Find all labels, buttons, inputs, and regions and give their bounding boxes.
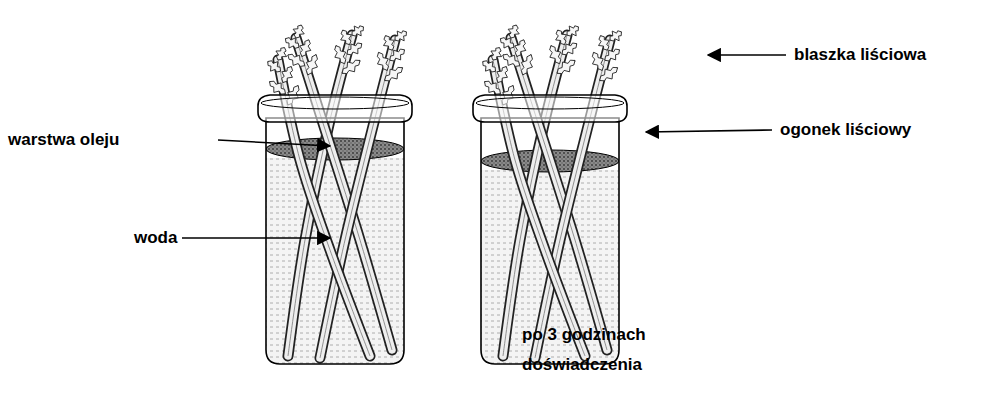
leaf-blade: [521, 55, 532, 75]
leaf-blade: [335, 46, 346, 64]
part-label: blaszka liściowa: [794, 44, 926, 66]
leaf-blade: [276, 48, 287, 60]
leaf-blade: [599, 36, 610, 50]
leaf-blade: [384, 36, 395, 50]
leaf-blade: [390, 49, 405, 61]
leaf-blade: [550, 46, 561, 64]
leaf-blade: [592, 52, 603, 70]
jar-rim: [258, 95, 412, 122]
leaf-blade: [285, 38, 299, 49]
leaf-blade: [567, 26, 578, 36]
leader-lines: [182, 55, 786, 238]
part-label: woda: [134, 227, 177, 249]
jar-rim: [473, 95, 627, 122]
leaf-blade: [306, 55, 317, 75]
leaf-blade: [483, 61, 496, 72]
leaf-blade: [497, 67, 508, 83]
leaf-blade: [610, 31, 621, 41]
leaf-blade: [282, 67, 293, 83]
leaf-blade: [491, 48, 502, 60]
leaf-blade: [377, 52, 388, 70]
leaf-blade: [341, 30, 352, 44]
leaf-blade: [508, 25, 519, 38]
jar-body: [266, 118, 404, 364]
leaf-blade: [352, 26, 363, 36]
leaf-blade: [515, 40, 526, 57]
leaf-blade: [605, 49, 620, 61]
leaf-blade: [556, 30, 567, 44]
leaf-blade: [500, 38, 514, 49]
caption-label: po 3 godzinach doświadczenia: [522, 320, 672, 380]
part-label: ogonek liściowy: [780, 119, 911, 141]
leaf-blade: [300, 40, 311, 57]
leaf-blade: [395, 31, 406, 41]
leaf-blade: [270, 81, 286, 94]
leaf-blade: [485, 81, 501, 94]
jar: [258, 25, 412, 382]
part-label: warstwa oleju: [8, 129, 119, 151]
leaf-blade: [268, 61, 281, 72]
leaf-blade: [293, 25, 304, 38]
